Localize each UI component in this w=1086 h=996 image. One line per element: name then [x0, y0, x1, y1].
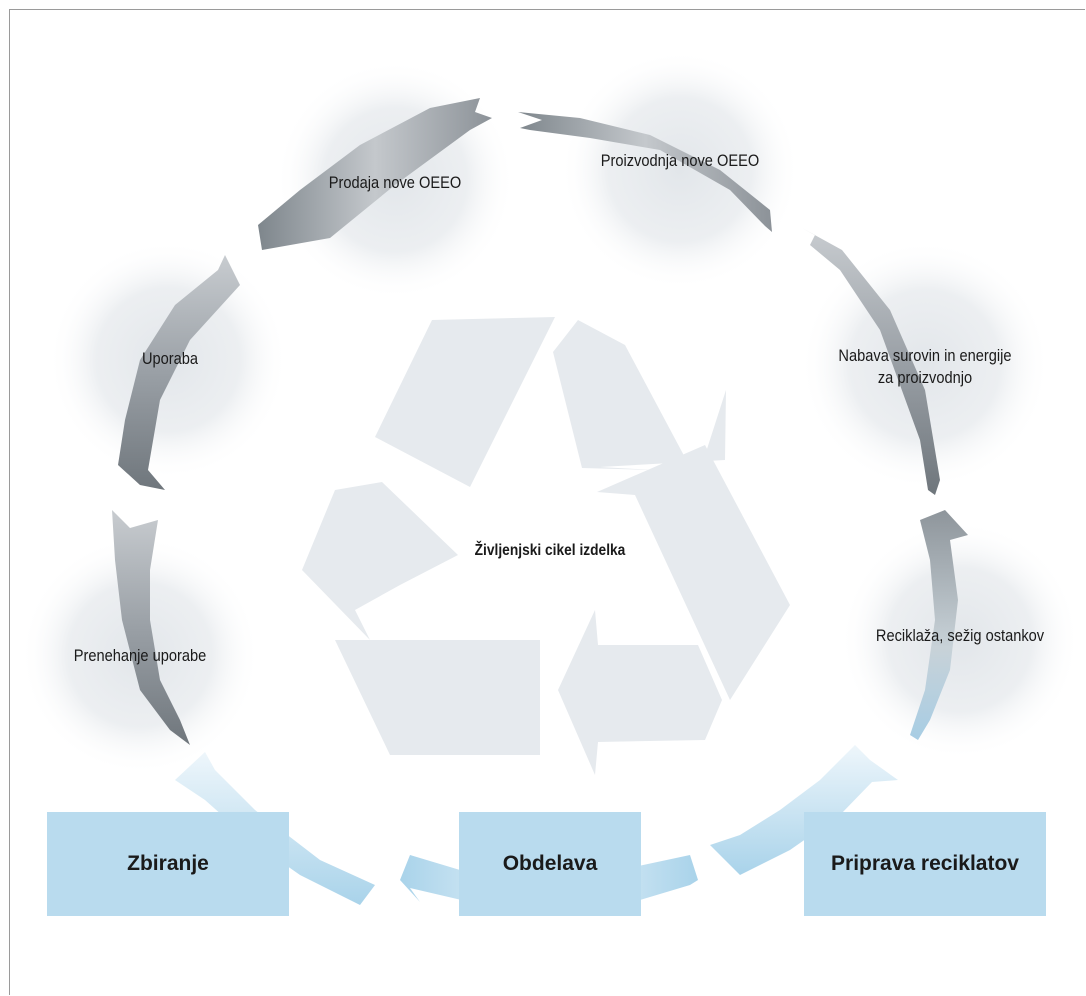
- box-obdelava-label: Obdelava: [502, 852, 598, 875]
- halo-proizvodnja: [560, 50, 800, 290]
- recycle-symbol-icon: [302, 317, 790, 775]
- box-obdelava: Obdelava: [459, 812, 641, 916]
- box-priprava: Priprava reciklatov: [804, 812, 1046, 916]
- arrow-prodaja-to-uporaba: [258, 98, 492, 250]
- figure-frame: [9, 9, 1085, 995]
- stage-label-proizvodnja: Proizvodnja nove OEEO: [600, 151, 760, 170]
- arrow-proizvodnja-to-prodaja: [518, 112, 772, 232]
- arrow-nabava-to-proizvodnja: [802, 228, 940, 495]
- arrow-uporaba-to-prenehanje: [118, 255, 240, 490]
- halo-reciklaza: [840, 520, 1080, 760]
- center-title: Življenjski cikel izdelka: [474, 542, 626, 559]
- arrow-reciklaza-to-nabava: [910, 510, 968, 740]
- stage-label-prenehanje: Prenehanje uporabe: [73, 646, 207, 665]
- arrow-obdelava-to-priprava: [710, 745, 898, 875]
- arrow-prenehanje-to-zbiranje: [112, 510, 190, 745]
- stage-label-reciklaza: Reciklaža, sežig ostankov: [875, 626, 1045, 645]
- box-priprava-label: Priprava reciklatov: [831, 852, 1019, 875]
- stage-label-uporaba: Uporaba: [141, 349, 199, 368]
- stage-label-nabava-line1: Nabava surovin in energije: [838, 346, 1012, 365]
- box-zbiranje-label: Zbiranje: [127, 852, 209, 875]
- box-zbiranje: Zbiranje: [47, 812, 289, 916]
- stage-label-prodaja: Prodaja nove OEEO: [328, 173, 462, 192]
- stage-label-nabava-line2: za proizvodnjo: [877, 368, 973, 387]
